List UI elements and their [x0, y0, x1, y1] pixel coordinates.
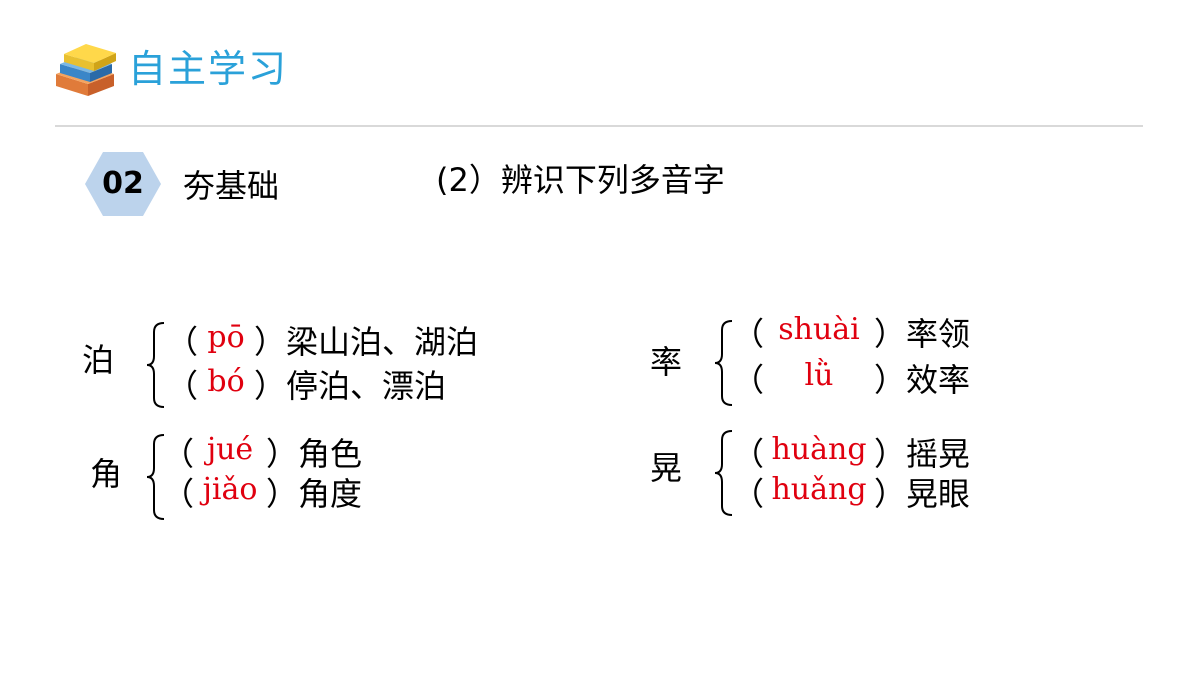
example-words: 晃眼	[906, 475, 971, 513]
section-badge-hexagon	[85, 152, 161, 216]
reading-row: （bó）停泊、漂泊	[166, 364, 447, 405]
section-number: 02	[102, 166, 144, 201]
example-words: 停泊、漂泊	[286, 367, 447, 405]
reading-row: （jué）角色	[162, 432, 363, 473]
brace-icon	[146, 434, 165, 520]
brace-icon	[714, 430, 733, 516]
pinyin-answer: bó	[207, 364, 245, 399]
reading-row: （pō）梁山泊、湖泊	[166, 320, 479, 361]
pinyin-answer: huǎng	[771, 472, 867, 507]
polyphone-char: 晃	[650, 449, 683, 487]
reading-row: （huàng）摇晃	[732, 432, 971, 473]
reading-row: （shuài）率领	[732, 312, 971, 353]
books-icon	[56, 44, 116, 96]
pinyin-answer: pō	[207, 320, 245, 355]
pinyin-answer: lǜ	[804, 358, 834, 393]
brace-icon	[714, 320, 733, 406]
example-words: 梁山泊、湖泊	[286, 323, 479, 361]
reading-row: （jiǎo）角度	[162, 472, 363, 513]
pinyin-answer: huàng	[771, 432, 867, 467]
example-words: 角度	[298, 475, 363, 513]
pinyin-answer: jué	[206, 432, 254, 467]
brace-icon	[146, 322, 165, 408]
polyphone-char: 率	[650, 343, 683, 381]
task-heading: (2）辨识下列多音字	[436, 161, 725, 199]
divider	[55, 125, 1143, 127]
pinyin-answer: shuài	[778, 312, 860, 347]
reading-row: （huǎng）晃眼	[732, 472, 971, 513]
pinyin-answer: jiǎo	[202, 472, 258, 507]
reading-row: （lǜ）效率	[732, 358, 971, 399]
polyphone-char: 泊	[82, 341, 115, 379]
section-subtitle: 夯基础	[183, 167, 280, 205]
example-words: 效率	[906, 361, 971, 399]
example-words: 角色	[298, 435, 363, 473]
example-words: 摇晃	[906, 435, 971, 473]
polyphone-char: 角	[90, 455, 123, 493]
example-words: 率领	[906, 315, 971, 353]
page-title: 自主学习	[128, 47, 289, 91]
